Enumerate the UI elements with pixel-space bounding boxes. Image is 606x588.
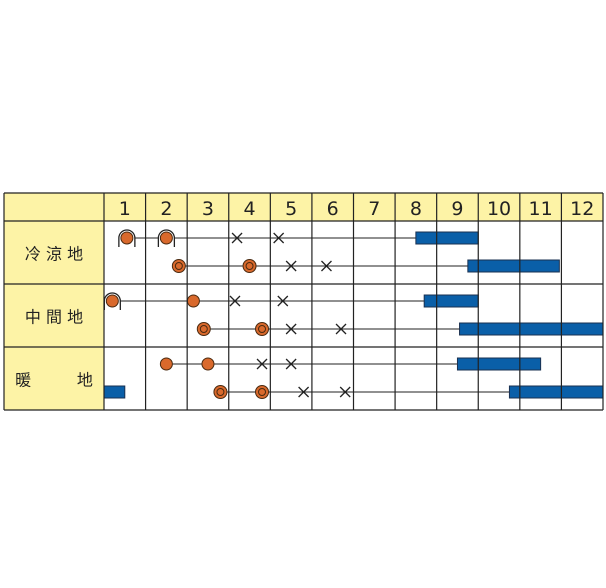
month-label-7: 7 (368, 198, 380, 220)
month-label-2: 2 (160, 198, 172, 220)
harvest-bar (467, 259, 560, 273)
transplant-ring-icon (199, 325, 208, 333)
month-label-4: 4 (243, 198, 255, 220)
transplant-ring-icon (245, 262, 254, 270)
sowing-dot-icon (201, 357, 215, 371)
transplant-dot-icon (242, 259, 257, 273)
month-label-9: 9 (451, 198, 463, 220)
planting-cross-icon (339, 386, 351, 398)
harvest-bar (103, 385, 126, 399)
month-label-5: 5 (285, 198, 297, 220)
harvest-bar (459, 322, 604, 336)
header-row-bg (4, 193, 603, 221)
transplant-dot-icon (255, 385, 270, 399)
region-label: 中 間 地 (25, 308, 83, 327)
month-label-10: 10 (487, 198, 511, 220)
transplant-ring-icon (258, 325, 267, 333)
month-label-3: 3 (202, 198, 214, 220)
planting-cross-icon (335, 323, 347, 335)
planting-cross-icon (256, 358, 268, 370)
planting-cross-icon (285, 260, 297, 272)
region-label: 暖 地 (15, 371, 93, 390)
harvest-bar (415, 231, 479, 245)
harvest-bar (423, 294, 479, 308)
region-label-bg (4, 221, 104, 410)
harvest-bar (508, 385, 604, 399)
transplant-ring-icon (174, 262, 183, 270)
month-label-8: 8 (410, 198, 422, 220)
transplant-ring-icon (216, 388, 225, 396)
sowing-dot-icon (120, 231, 134, 245)
planting-cross-icon (298, 386, 310, 398)
harvest-bar (456, 357, 542, 371)
sowing-dot-icon (105, 294, 119, 308)
transplant-dot-icon (255, 322, 270, 336)
planting-cross-icon (231, 232, 243, 244)
transplant-ring-icon (258, 388, 267, 396)
sowing-dot-icon (159, 231, 173, 245)
planting-cross-icon (285, 323, 297, 335)
planting-cross-icon (229, 295, 241, 307)
month-label-1: 1 (119, 198, 131, 220)
transplant-dot-icon (171, 259, 186, 273)
region-label: 冷 涼 地 (25, 245, 83, 264)
sowing-dot-icon (186, 294, 200, 308)
sowing-dot-icon (159, 357, 173, 371)
transplant-dot-icon (213, 385, 228, 399)
planting-cross-icon (273, 232, 285, 244)
month-label-11: 11 (529, 198, 553, 220)
month-label-6: 6 (327, 198, 339, 220)
transplant-dot-icon (196, 322, 211, 336)
planting-cross-icon (277, 295, 289, 307)
month-label-12: 12 (570, 198, 594, 220)
planting-cross-icon (285, 358, 297, 370)
planting-cross-icon (321, 260, 332, 272)
